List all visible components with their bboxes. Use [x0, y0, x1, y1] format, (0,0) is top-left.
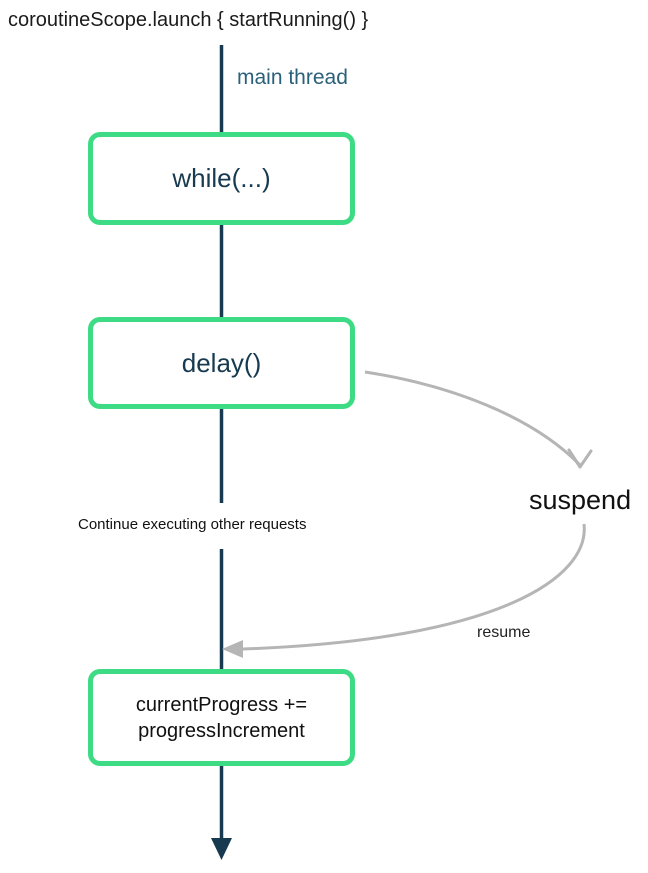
delay-box: delay() — [88, 317, 355, 409]
progress-box: currentProgress += progressIncrement — [88, 669, 355, 766]
suspend-label: suspend — [529, 485, 632, 515]
resume-label: resume — [477, 624, 531, 641]
code-snippet-title: coroutineScope.launch { startRunning() } — [8, 9, 369, 31]
delay-box-label: delay() — [181, 347, 262, 378]
main-thread-label: main thread — [237, 66, 348, 89]
progress-box-label-line2: progressIncrement — [138, 719, 305, 742]
suspend-arrowhead-icon — [567, 448, 593, 469]
progress-box-label-line1: currentProgress += — [135, 693, 308, 716]
resume-curve — [242, 523, 586, 651]
while-box: while(...) — [88, 132, 355, 225]
continue-executing-note: Continue executing other requests — [78, 516, 307, 533]
suspend-curve — [364, 370, 582, 467]
resume-arrowhead-icon — [222, 640, 243, 658]
down-arrowhead-icon — [211, 838, 232, 860]
while-box-label: while(...) — [172, 163, 271, 193]
